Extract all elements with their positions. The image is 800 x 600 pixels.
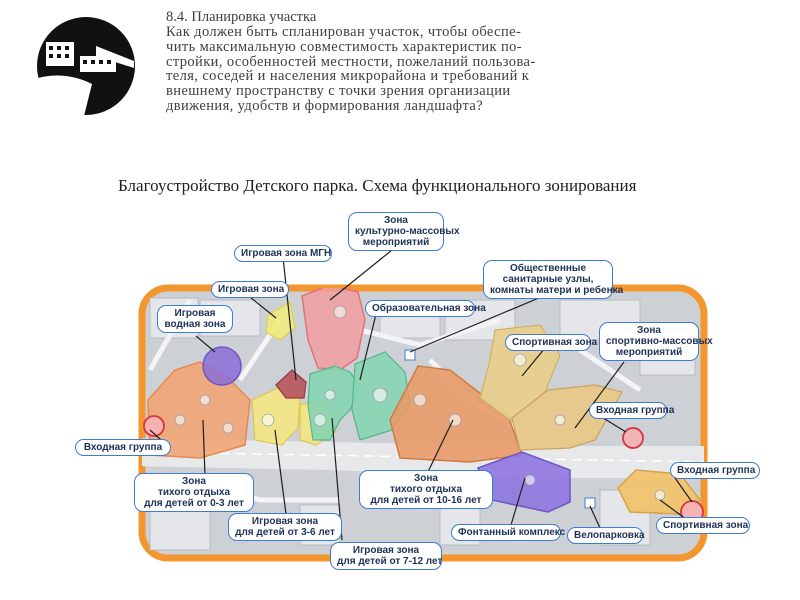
label-sanitary: Общественные санитарные узлы, комнаты ма… [483, 260, 623, 299]
question-line: Как должен быть спланирован участок, что… [166, 24, 522, 40]
logo-icon [37, 17, 135, 116]
entrance-marker-right [622, 427, 644, 449]
amenity-markers [404, 349, 596, 509]
label-play-zone-7-12: Игровая зона для детей от 7-12 лет [330, 542, 442, 570]
label-sport-zone-2: Спортивная зона [656, 517, 750, 534]
entrance-marker-left [143, 415, 165, 437]
question-line: стройки, особенностей местности, пожелан… [166, 53, 536, 70]
label-cultural-zone: Зона культурно-массовых мероприятий [348, 212, 460, 251]
zone-play-mgn [275, 369, 307, 399]
zone-play [265, 301, 296, 341]
label-play-zone-3-6: Игровая зона для детей от 3-6 лет [228, 513, 342, 541]
section-title: 8.4. Планировка участка [166, 9, 317, 25]
label-entrance-right: Входная группа [589, 402, 674, 419]
question-line: чить максимальную совместимость характер… [166, 38, 523, 55]
zone-quiet-0-3 [147, 361, 251, 459]
label-water-play-zone: Игровая водная зона [157, 305, 233, 333]
question-line: теля, соседей и населения микрорайона и … [166, 68, 530, 85]
zone-cultural [301, 288, 366, 371]
label-education-zone: Образовательная зона [365, 300, 486, 317]
question-line: внешнему пространству с точки зрения орг… [166, 83, 511, 100]
label-fountain-complex: Фонтанный комплекс [451, 524, 565, 541]
diagram-title: Благоустройство Детского парка. Схема фу… [118, 176, 637, 195]
label-quiet-zone-10-16: Зона тихого отдыха для детей от 10-16 ле… [359, 470, 493, 509]
label-bike-parking: Велопарковка [567, 527, 645, 544]
label-sport-events-zone: Зона спортивно-массовых мероприятий [599, 322, 713, 361]
label-entrance-left: Входная группа [75, 439, 171, 456]
trees [174, 305, 666, 501]
zone-water-play [202, 346, 242, 386]
label-play-zone-mgn: Игровая зона МГН [234, 245, 332, 262]
label-sport-zone: Спортивная зона [505, 334, 597, 351]
question-line: движения, удобств и формирования ландшаф… [166, 97, 484, 114]
label-entrance-right2: Входная группа [670, 462, 760, 479]
heading: 8.4. Планировка участка Как должен быть … [166, 10, 606, 114]
label-play-zone: Игровая зона [211, 281, 289, 298]
label-quiet-zone-0-3: Зона тихого отдыха для детей от 0-3 лет [134, 473, 254, 512]
